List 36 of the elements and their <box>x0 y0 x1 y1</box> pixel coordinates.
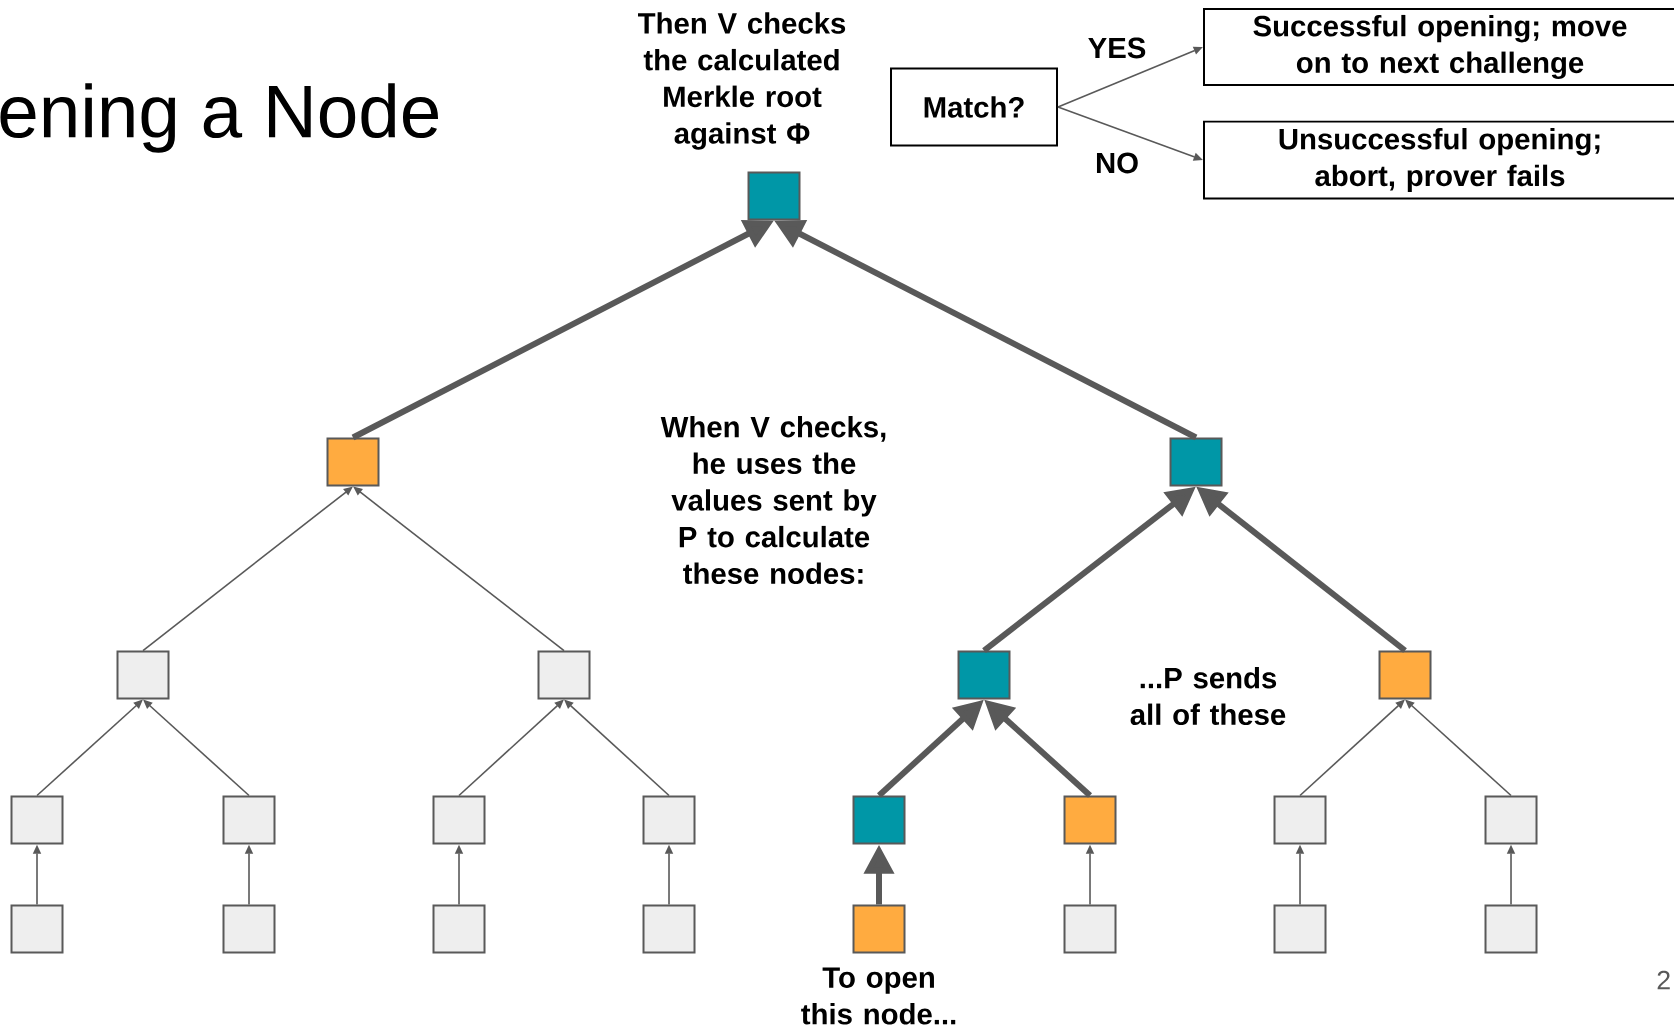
tree-node <box>642 904 696 954</box>
arrow <box>142 486 353 652</box>
edge-label: NO <box>1093 151 1141 175</box>
tree-node <box>852 795 906 845</box>
note-text: When V checks, he uses the values sent by P to calculate these nodes: <box>660 415 886 585</box>
node-caption: Then V checks the calculated Merkle root against Φ <box>638 12 846 150</box>
tree-node <box>1063 795 1117 845</box>
tree-node <box>537 650 591 700</box>
tree-node <box>1273 904 1327 954</box>
tree-node <box>1169 437 1223 487</box>
tree-node <box>10 904 64 954</box>
tree-node <box>222 795 276 845</box>
edge-label: YES <box>1086 36 1148 60</box>
tree-node <box>852 904 906 954</box>
tree-node <box>1063 904 1117 954</box>
outcome-box: Unsuccessful opening; abort, prover fails <box>1203 120 1674 200</box>
title: ening a Node <box>0 83 438 153</box>
tree-node <box>642 795 696 845</box>
note-text: ...P sends all of these <box>1130 666 1286 726</box>
arrow <box>353 486 565 652</box>
outcome-box: Successful opening; move on to next challenge <box>1203 8 1674 86</box>
decision-box: Match? <box>890 67 1058 147</box>
node-caption: To open this node... <box>801 967 956 1025</box>
tree-node <box>432 904 486 954</box>
tree-node <box>432 795 486 845</box>
tree-node <box>957 650 1011 700</box>
tree-node <box>10 795 64 845</box>
tree-node <box>1484 904 1538 954</box>
tree-node <box>1484 795 1538 845</box>
page-number: 2 <box>1657 970 1670 990</box>
tree-node <box>1378 650 1432 700</box>
tree-node <box>222 904 276 954</box>
tree-node <box>116 650 170 700</box>
tree-node <box>1273 795 1327 845</box>
tree-node <box>747 171 801 221</box>
tree-node <box>326 437 380 487</box>
